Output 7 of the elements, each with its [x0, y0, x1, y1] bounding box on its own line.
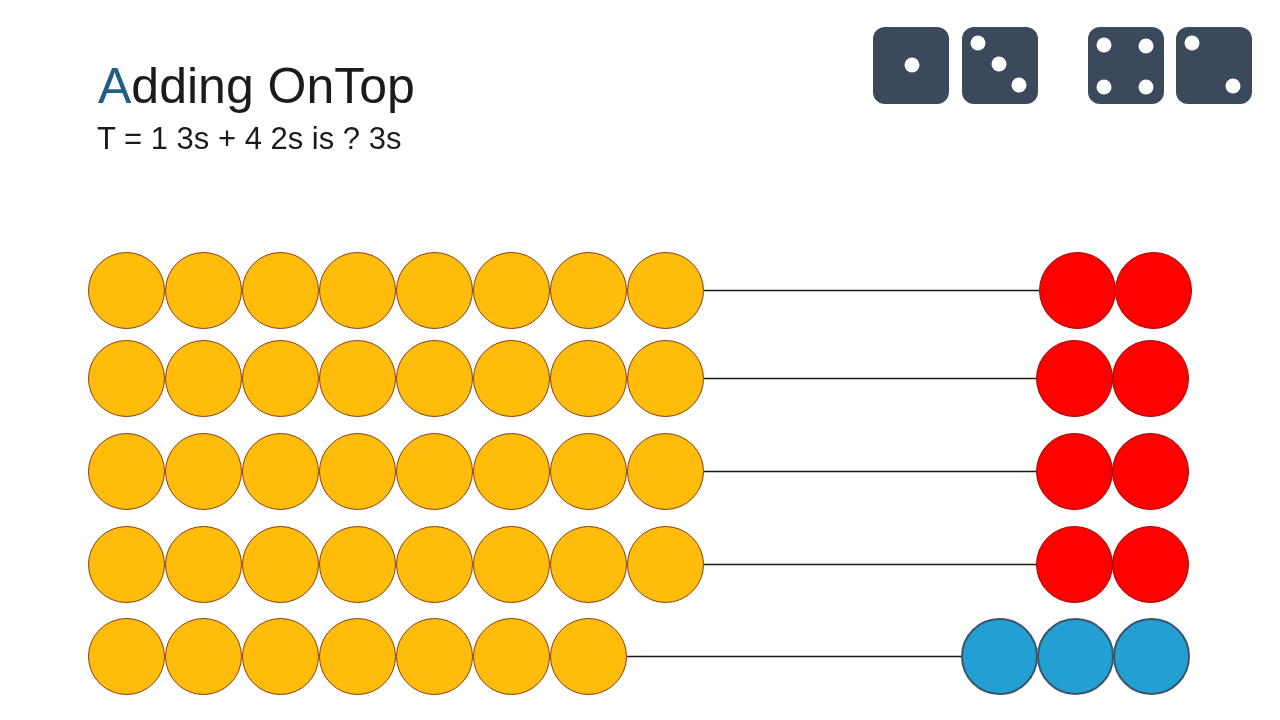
- abacus-wire: [703, 563, 1037, 566]
- abacus-wire: [626, 655, 962, 658]
- equation-text: T = 1 3s + 4 2s is ? 3s: [97, 121, 402, 157]
- abacus-wire: [703, 377, 1037, 380]
- title: Adding OnTop: [98, 58, 415, 114]
- abacus-wire: [703, 470, 1037, 473]
- abacus-wire: [703, 289, 1040, 292]
